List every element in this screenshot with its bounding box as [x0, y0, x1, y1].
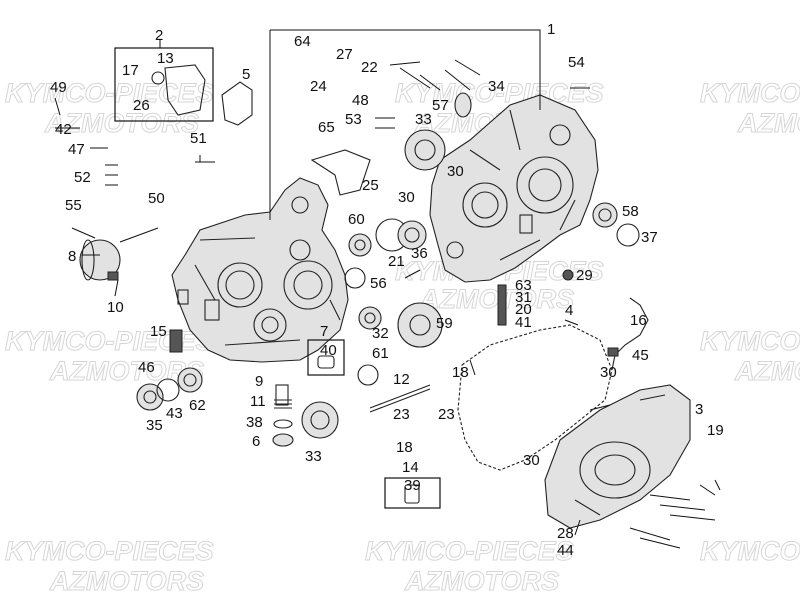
callout-27: 27	[336, 46, 353, 63]
callout-19: 19	[707, 422, 724, 439]
callout-39: 39	[404, 477, 421, 494]
callout-42: 42	[55, 121, 72, 138]
callout-63: 63	[515, 277, 532, 294]
watermark-azmotors: AZMOTORS	[737, 108, 800, 138]
callout-65: 65	[318, 119, 335, 136]
callout-30a: 30	[447, 163, 464, 180]
callout-9: 9	[255, 373, 263, 390]
callout-57: 57	[432, 97, 449, 114]
watermark-kymco-pieces: KYMCO-PIECES	[5, 78, 214, 108]
callout-29: 29	[576, 267, 593, 284]
callout-3: 3	[695, 401, 703, 418]
watermark-kymco-pieces: KYMCO-PIECES	[700, 78, 800, 108]
callout-5: 5	[242, 66, 250, 83]
callout-53: 53	[345, 111, 362, 128]
callout-48: 48	[352, 92, 369, 109]
watermark-azmotors: AZMOTORS	[44, 108, 199, 138]
callout-54: 54	[568, 54, 585, 71]
callout-50: 50	[148, 190, 165, 207]
callout-52: 52	[74, 169, 91, 186]
callout-23b: 23	[438, 406, 455, 423]
callout-43: 43	[166, 405, 183, 422]
callout-16: 16	[630, 312, 647, 329]
callout-labels: 1 2 3 4 5 6 7 8 9 10 11 12 13 14 15 16 1…	[50, 21, 724, 559]
callout-12: 12	[393, 371, 410, 388]
callout-1: 1	[547, 21, 555, 38]
callout-14: 14	[402, 459, 419, 476]
callout-11: 11	[250, 393, 266, 410]
bolt-group	[54, 59, 721, 549]
callout-64: 64	[294, 33, 311, 50]
callout-40: 40	[320, 342, 337, 359]
watermark-azmotors: AZMOTORS	[419, 284, 574, 314]
callout-18b: 18	[396, 439, 413, 456]
callout-15: 15	[150, 323, 167, 340]
callout-10: 10	[107, 299, 124, 316]
callout-38: 38	[246, 414, 263, 431]
callout-26: 26	[133, 97, 150, 114]
callout-55: 55	[65, 197, 82, 214]
watermark-kymco-pieces: KYMCO-PIECES	[700, 536, 800, 566]
callout-58: 58	[622, 203, 639, 220]
callout-28: 28	[557, 525, 574, 542]
leader-lines	[82, 29, 611, 553]
watermark-azmotors: AZMOTORS	[404, 566, 559, 596]
callout-62: 62	[189, 397, 206, 414]
callout-60: 60	[348, 211, 365, 228]
callout-37: 37	[641, 229, 658, 246]
left-crankcase	[171, 177, 349, 363]
callout-31: 31	[515, 289, 532, 306]
watermark-kymco-pieces: KYMCO-PIECES	[5, 536, 214, 566]
callout-49: 49	[50, 79, 67, 96]
callout-17: 17	[122, 62, 139, 79]
callout-4: 4	[565, 302, 573, 319]
small-parts	[79, 47, 649, 509]
callout-22: 22	[361, 59, 378, 76]
callout-41: 41	[515, 314, 532, 331]
callout-18a: 18	[452, 364, 469, 381]
callout-30b: 30	[398, 189, 415, 206]
cvt-cover	[544, 384, 691, 529]
watermark-kymco-pieces: KYMCO-PIECES	[365, 536, 574, 566]
callout-20: 20	[515, 301, 532, 318]
callout-21: 21	[388, 253, 405, 270]
callout-61: 61	[372, 345, 389, 362]
callout-6: 6	[252, 433, 260, 450]
callout-13: 13	[157, 50, 174, 67]
callout-34: 34	[488, 78, 505, 95]
callout-32: 32	[372, 325, 389, 342]
callout-47: 47	[68, 141, 85, 158]
callout-46: 46	[138, 359, 155, 376]
callout-23a: 23	[393, 406, 410, 423]
callout-2: 2	[155, 27, 163, 44]
callout-35: 35	[146, 417, 163, 434]
callout-51: 51	[190, 130, 207, 147]
cvt-gasket	[457, 324, 613, 471]
callout-36: 36	[411, 245, 428, 262]
callout-30c: 30	[600, 364, 617, 381]
callout-25: 25	[362, 177, 379, 194]
callout-8: 8	[68, 248, 76, 265]
callout-33b: 33	[305, 448, 322, 465]
watermark-kymco-pieces: KYMCO-PIECES	[700, 326, 800, 356]
callout-7: 7	[320, 323, 328, 340]
callout-44: 44	[557, 542, 574, 559]
callout-33a: 33	[415, 111, 432, 128]
watermark-azmotors: AZMOTORS	[734, 356, 800, 386]
callout-56: 56	[370, 275, 387, 292]
watermark-azmotors: AZMOTORS	[49, 566, 204, 596]
callout-24: 24	[310, 78, 327, 95]
callout-59: 59	[436, 315, 453, 332]
callout-30d: 30	[523, 452, 540, 469]
callout-45: 45	[632, 347, 649, 364]
